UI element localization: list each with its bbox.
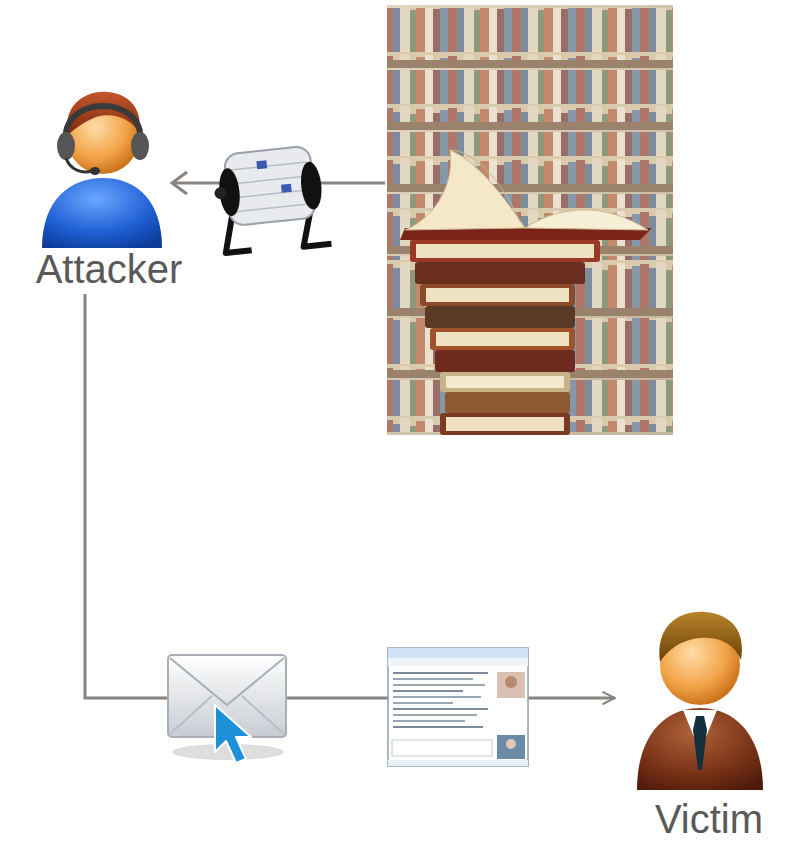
node-label: Victim [615, 798, 798, 840]
library-photo-part [430, 328, 575, 350]
library-photo-part [525, 210, 648, 230]
library-photo-part [425, 306, 575, 328]
library-photo-part [410, 240, 600, 262]
library-photo-part [405, 150, 525, 230]
email-icon-part [170, 696, 212, 734]
victim-node: Victim [615, 612, 798, 842]
chat-window-part [393, 690, 463, 692]
source-arrow-part [172, 172, 187, 194]
victim-icon-part [693, 716, 707, 770]
chat-window-part [497, 735, 525, 759]
library-photo-part [450, 150, 520, 222]
attack-path [85, 294, 615, 698]
chat-window-part [505, 676, 517, 688]
attacker-icon-part [66, 106, 141, 142]
library-photo-part [420, 284, 575, 306]
attacker-node: Attacker [5, 85, 213, 294]
chat-window-part [393, 678, 473, 680]
chat-window-part [393, 702, 453, 704]
email-icon-part [215, 705, 251, 763]
chat-window-part [388, 658, 528, 666]
library-photo-part [446, 417, 564, 431]
library-photo-part [387, 5, 673, 435]
library-photo-part [416, 244, 594, 258]
library-photo-part [436, 332, 569, 346]
rolodex-icon-part [229, 176, 311, 185]
email-icon [168, 655, 286, 763]
library-photo-part [446, 376, 564, 388]
attacker-icon-part [90, 167, 100, 175]
rolodex-icon-part [299, 161, 324, 211]
library-photo-part [426, 288, 569, 302]
chat-window-part [393, 696, 481, 698]
library-photo-part [387, 5, 673, 435]
victim-icon-part [659, 612, 742, 662]
chat-window-part [393, 726, 483, 728]
chat-window-part [392, 740, 492, 756]
chat-window-part [388, 648, 528, 658]
edge-group [85, 294, 615, 698]
rolodex-icon-part [256, 160, 267, 169]
rolodex-icon-part [230, 190, 312, 199]
rolodex-icon [211, 144, 332, 255]
library-photo-part [445, 392, 570, 413]
attacker-icon-part [57, 132, 75, 160]
chat-window-part [388, 760, 528, 766]
victim-icon [637, 612, 763, 790]
victim-icon-part [637, 708, 763, 790]
email-icon-part [170, 658, 284, 705]
chat-window [388, 648, 528, 766]
chat-window-part [506, 739, 516, 749]
library-photo-part [415, 262, 585, 284]
chat-window-part [388, 648, 528, 766]
rolodex-icon-part [214, 187, 227, 200]
chat-window-part [393, 714, 477, 716]
node-label: Attacker [5, 248, 213, 290]
attacker-icon-part [42, 178, 162, 248]
chat-window-part [497, 672, 525, 698]
chat-window-part [393, 708, 488, 710]
attacker-icon [42, 92, 162, 248]
library-photo-part [440, 413, 570, 435]
chat-window-part [393, 720, 465, 722]
rolodex-icon-part [281, 184, 292, 193]
email-icon-part [242, 696, 284, 734]
library-photo-part [440, 372, 570, 392]
library-photo-part [435, 350, 575, 372]
rolodex-icon-part [229, 162, 307, 170]
chat-window-part [393, 684, 485, 686]
attacker-icon-part [66, 158, 92, 172]
attacker-icon-part [131, 132, 149, 160]
library-photo [387, 5, 673, 435]
chat-window-part [393, 672, 488, 674]
rolodex-icon-part [234, 204, 312, 212]
